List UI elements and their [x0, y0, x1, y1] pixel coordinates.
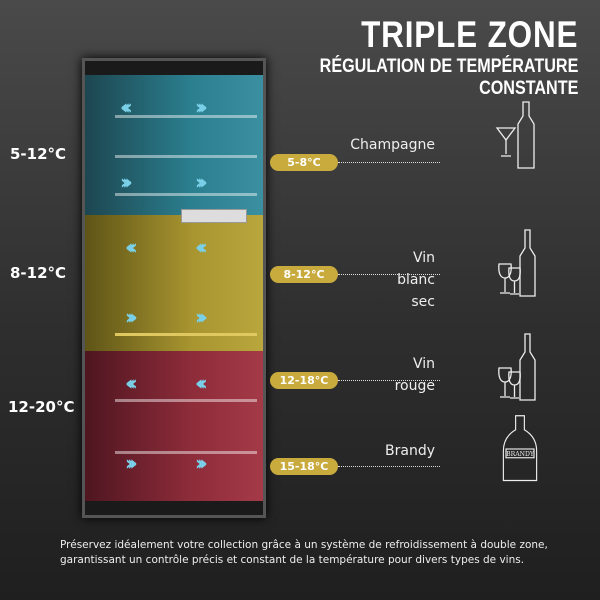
wine-label-brandy: Brandy — [385, 443, 435, 459]
caption-line-2: garantissant un contrôle précis et const… — [60, 554, 525, 566]
zone-middle: ‹‹‹‹‹‹ ›››››› — [85, 215, 263, 351]
champagne-icon — [495, 101, 535, 169]
leader-line — [338, 466, 440, 467]
red-wine-icon — [498, 333, 536, 401]
caption: Préservez idéalement votre collection gr… — [60, 538, 560, 568]
temp-badge-champagne: 5-8°C — [270, 154, 338, 171]
zone-bottom: ‹‹‹‹‹‹ ›››››› — [85, 351, 263, 501]
caption-line-1: Préservez idéalement votre collection gr… — [60, 539, 548, 551]
title: TRIPLE ZONE RÉGULATION DE TEMPÉRATURE CO… — [274, 14, 578, 100]
title-main: TRIPLE ZONE — [360, 14, 578, 55]
leader-line — [338, 380, 440, 381]
temp-badge-white-wine: 8-12°C — [270, 266, 338, 283]
leader-line — [338, 162, 440, 163]
wine-label-champagne: Champagne — [350, 137, 435, 153]
zone-bottom-range: 12-20°C — [8, 398, 75, 416]
temp-badge-brandy: 15-18°C — [270, 458, 338, 475]
leader-line — [338, 274, 440, 275]
white-wine-icon — [498, 229, 536, 297]
wine-label-red-wine: Vin rouge — [394, 356, 435, 394]
brandy-icon: BRANDY — [502, 415, 538, 482]
zone-middle-range: 8-12°C — [10, 264, 67, 282]
zone-top: ‹‹‹››› ›››››› — [85, 75, 263, 215]
zone-top-range: 5-12°C — [10, 145, 67, 163]
wine-label-white-wine: Vin blanc sec — [397, 250, 435, 310]
title-sub2: CONSTANTE — [478, 78, 578, 99]
wine-fridge-image: ‹‹‹››› ›››››› ‹‹‹‹‹‹ ›››››› ‹‹‹‹‹‹ ›››››… — [82, 58, 266, 518]
title-sub: RÉGULATION DE TEMPÉRATURE — [319, 56, 578, 77]
control-panel — [181, 209, 247, 223]
brandy-bottle-label: BRANDY — [506, 451, 535, 458]
temp-badge-red-wine: 12-18°C — [270, 372, 338, 389]
